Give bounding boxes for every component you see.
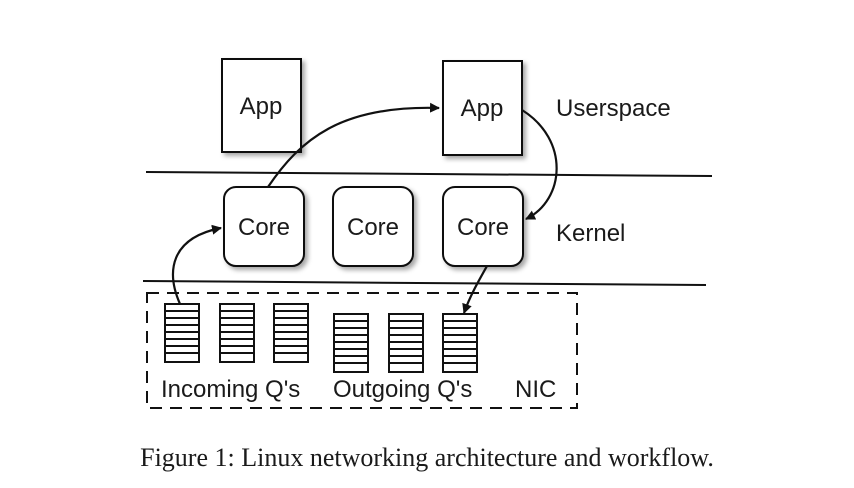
app-box-left: App [221,58,302,153]
app-label-right: App [461,95,504,122]
core-label-3: Core [457,214,509,241]
app-label-left: App [240,93,283,120]
arrow-incoming-queue-to-core [171,224,222,305]
core-box-1: Core [223,186,305,267]
kernel-label: Kernel [556,220,625,247]
kernel-nic-divider [142,280,707,286]
core-label-1: Core [238,214,290,241]
incoming-queues-label: Incoming Q's [161,376,300,403]
outgoing-queue-1 [333,313,369,373]
core-label-2: Core [347,214,399,241]
nic-label: NIC [515,376,556,403]
core-box-3: Core [442,186,524,267]
userspace-label: Userspace [556,95,671,122]
figure-caption: Figure 1: Linux networking architecture … [140,443,714,472]
userspace-kernel-divider [145,171,713,177]
nic-enclosure [146,292,578,409]
outgoing-queue-3 [442,313,478,373]
outgoing-queues-label: Outgoing Q's [333,376,472,403]
app-box-right: App [442,60,523,156]
arrow-core-to-right-app [267,102,440,188]
outgoing-queue-2 [388,313,424,373]
incoming-queue-3 [273,303,309,363]
incoming-queue-1 [164,303,200,363]
arrow-core-to-outgoing-queue [462,265,488,314]
arrow-right-app-to-core [521,109,558,220]
core-box-2: Core [332,186,414,267]
incoming-queue-2 [219,303,255,363]
